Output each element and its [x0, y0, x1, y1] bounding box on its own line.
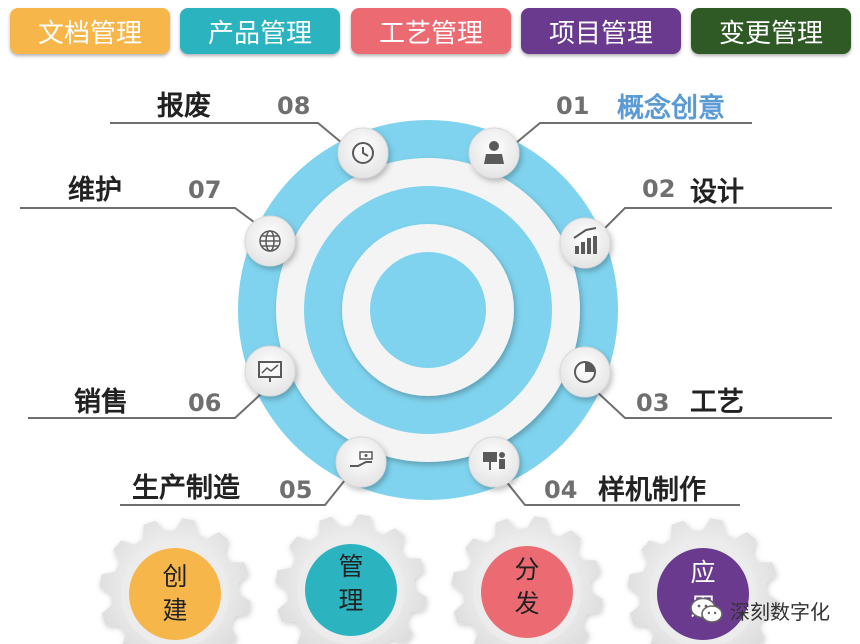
stage-label-07: 维护 [68, 175, 122, 206]
connector-08 [110, 122, 349, 149]
connector-01 [509, 122, 752, 149]
stage-number-04: 04 [544, 476, 578, 504]
gear-apply [627, 518, 779, 644]
tab-process-management[interactable]: 工艺管理 [351, 8, 511, 54]
businessman-icon [484, 141, 504, 164]
stage-number-07: 07 [188, 176, 222, 204]
wechat-icon [690, 597, 723, 623]
watermark: 深刻数字化 [690, 596, 830, 625]
gear-manage [275, 514, 427, 644]
connector-07 [20, 207, 263, 229]
stage-label-04: 样机制作 [598, 475, 706, 506]
gear-manage-core [305, 544, 397, 636]
connector-03 [594, 389, 832, 419]
tab-document-management[interactable]: 文档管理 [10, 8, 170, 54]
stage-label-02: 设计 [690, 177, 744, 208]
growth-chart-icon [573, 227, 597, 254]
stage-label-03: 工艺 [690, 387, 744, 418]
connector-04 [504, 479, 740, 506]
tab-change-management[interactable]: 变更管理 [691, 8, 851, 54]
watermark-text: 深刻数字化 [730, 600, 830, 624]
hand-money-icon [350, 451, 373, 467]
globe-icon [259, 230, 281, 252]
presentation-board-icon [258, 361, 282, 382]
gear-create-core [129, 548, 221, 640]
gear-distribute [451, 516, 603, 644]
gear-label-create: 创建 [162, 562, 188, 625]
tab-product-management[interactable]: 产品管理 [180, 8, 340, 54]
connector-02 [594, 207, 832, 239]
gear-create [99, 518, 251, 644]
pie-chart-icon [574, 361, 596, 383]
stage-label-08: 报废 [157, 91, 211, 122]
gear-apply-core [657, 548, 749, 640]
gear-distribute-core [481, 546, 573, 638]
connector-06 [28, 392, 263, 419]
gear-label-distribute: 分发 [514, 555, 540, 618]
stage-label-01: 概念创意 [617, 93, 725, 124]
stage-label-05: 生产制造 [132, 473, 240, 504]
gear-label-manage: 管理 [338, 552, 364, 615]
stage-number-05: 05 [279, 476, 313, 504]
gear-row [99, 514, 779, 644]
stage-number-02: 02 [642, 175, 676, 203]
workstation-icon [483, 452, 505, 470]
stage-number-03: 03 [636, 389, 670, 417]
stage-number-01: 01 [556, 92, 590, 120]
connector-05 [120, 479, 346, 506]
tab-project-management[interactable]: 项目管理 [521, 8, 681, 54]
stage-number-06: 06 [188, 389, 222, 417]
node-01 [468, 127, 520, 179]
stage-label-06: 销售 [74, 387, 128, 418]
node-05 [335, 436, 387, 488]
clock-icon [352, 142, 374, 164]
center-circle [370, 252, 486, 368]
stage-number-08: 08 [277, 92, 311, 120]
